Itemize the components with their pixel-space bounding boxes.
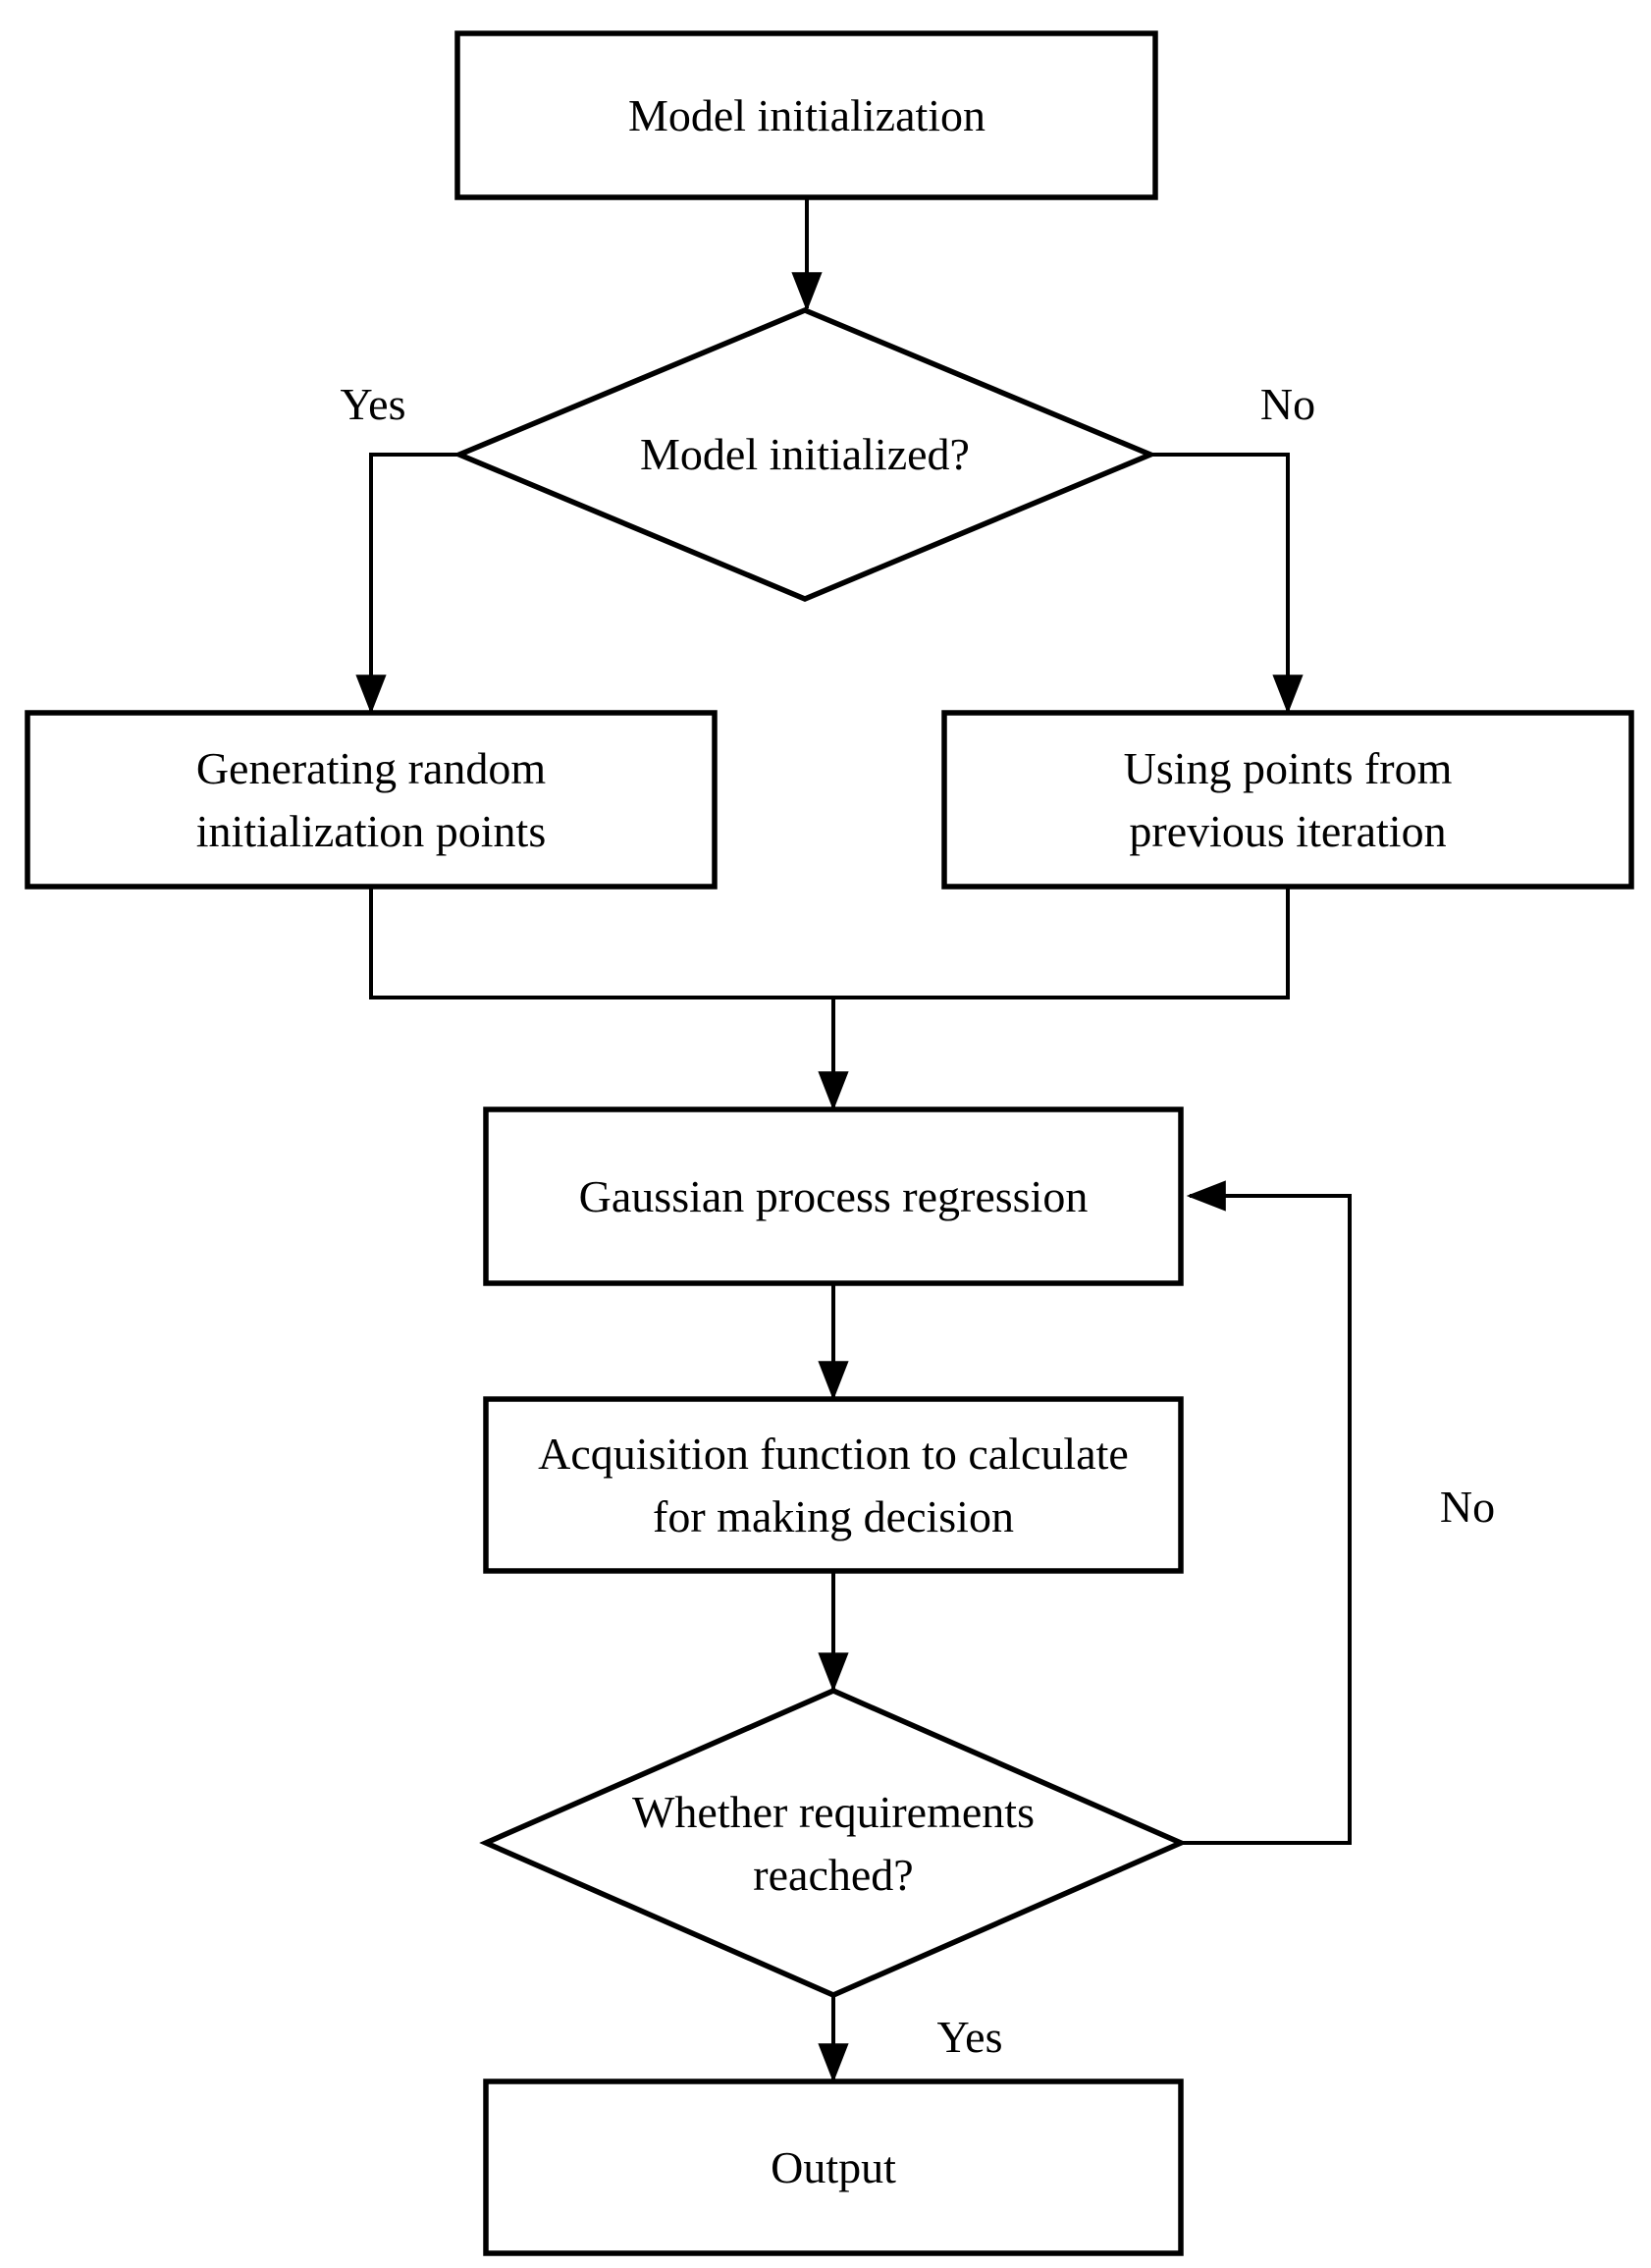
acquisition-function-label-line1: Acquisition function to calculate [538, 1429, 1129, 1479]
gaussian-process-regression-label: Gaussian process regression [579, 1171, 1089, 1221]
requirements-reached-label-line2: reached? [753, 1850, 913, 1900]
edge-merge-line [369, 887, 1290, 999]
edge-decision-no-to-use-previous [1150, 453, 1304, 715]
requirements-reached-label-line1: Whether requirements [632, 1787, 1035, 1837]
model-initialization-box [454, 30, 1158, 200]
using-previous-points-label-line2: previous iteration [1129, 806, 1446, 856]
generating-random-points-label-line2: initialization points [196, 806, 546, 856]
edge-label-yes-initialized: Yes [341, 379, 406, 429]
using-previous-points-label-line1: Using points from [1124, 743, 1453, 793]
edge-decision-yes-to-gen-random [355, 453, 459, 715]
output-box [483, 2079, 1184, 2256]
model-initialized-label: Model initialized? [640, 429, 970, 479]
acquisition-function-box [483, 1396, 1184, 1574]
edge-label-yes-requirements: Yes [937, 2012, 1003, 2062]
using-previous-points-box [941, 710, 1634, 890]
requirements-reached-diamond [479, 1687, 1188, 1999]
model-initialized-diamond [452, 307, 1158, 602]
edge-label-no-requirements: No [1440, 1482, 1495, 1532]
acquisition-function-label-line2: for making decision [653, 1491, 1014, 1541]
edge-label-no-initialized: No [1260, 379, 1315, 429]
model-initialization-label: Model initialization [628, 90, 985, 140]
gaussian-process-regression-box [483, 1107, 1184, 1286]
generating-random-points-label-line1: Generating random [196, 743, 547, 793]
generating-random-points-box [25, 710, 718, 890]
edge-decision-no-loop-to-gpr [1181, 1180, 1352, 1845]
output-label: Output [771, 2142, 896, 2192]
